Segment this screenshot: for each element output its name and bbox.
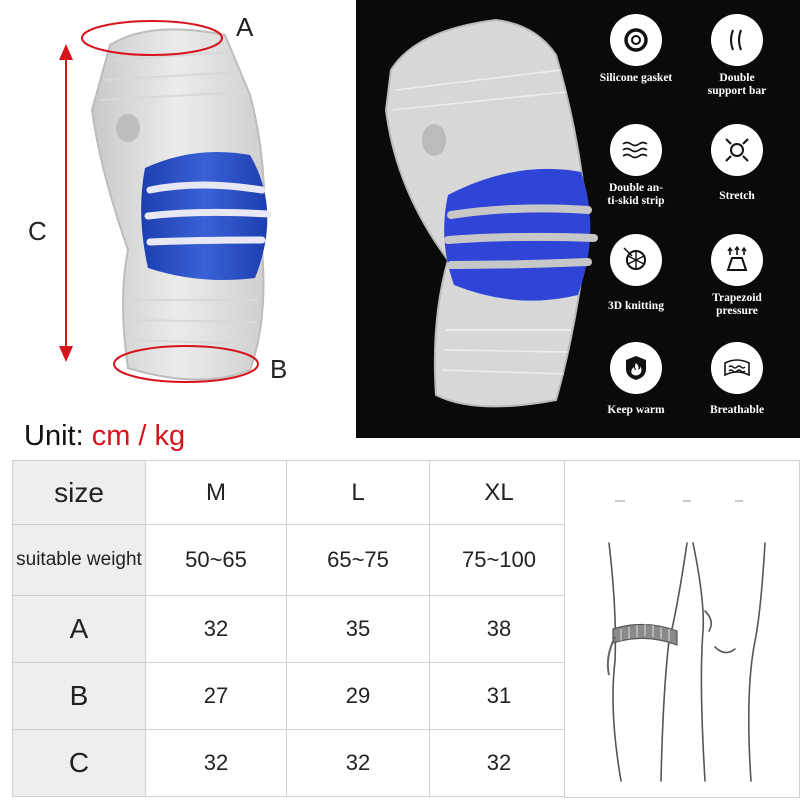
table-cell: 31 xyxy=(429,662,569,730)
table-row: suitable weight 50~65 65~75 75~100 xyxy=(12,524,569,596)
table-row: B 27 29 31 xyxy=(12,662,569,730)
anti-skid-strip-icon xyxy=(610,124,662,176)
feature-keep-warm: Keep warm xyxy=(581,342,691,417)
wearing-sketch-image xyxy=(606,500,766,782)
table-cell: 75~100 xyxy=(429,524,569,596)
row-label-b: B xyxy=(12,662,146,730)
size-column-l: L xyxy=(286,460,430,525)
table-cell: 50~65 xyxy=(145,524,287,596)
feature-silicone-gasket: Silicone gasket xyxy=(581,14,691,85)
table-cell: 32 xyxy=(145,595,287,663)
unit-value: cm / kg xyxy=(91,420,186,452)
feature-label: Trapezoid pressure xyxy=(712,292,762,317)
table-cell: 32 xyxy=(429,729,569,797)
unit-label: Unit: xyxy=(24,420,84,452)
table-cell: 38 xyxy=(429,595,569,663)
table-row: A 32 35 38 xyxy=(12,595,569,663)
table-cell: 65~75 xyxy=(286,524,430,596)
knee-brace-image xyxy=(59,20,272,383)
feature-label: Silicone gasket xyxy=(599,72,673,84)
feature-breathable: Breathable xyxy=(682,342,792,417)
feature-label: Double an- ti-skid strip xyxy=(607,182,665,207)
silicone-gasket-icon xyxy=(610,14,662,66)
row-label-c: C xyxy=(12,729,146,797)
size-table: size M L XL suitable weight 50~65 65~75 … xyxy=(12,460,569,797)
knee-brace-image xyxy=(384,18,598,408)
feature-label: Keep warm xyxy=(607,404,665,416)
feature-label: 3D knitting xyxy=(608,300,664,312)
table-header-row: size M L XL xyxy=(12,460,569,525)
features-panel: Silicone gasket Double support bar Doubl… xyxy=(356,0,800,438)
measure-label-b: B xyxy=(270,354,288,384)
measure-label-c: C xyxy=(28,216,47,246)
table-row: C 32 32 32 xyxy=(12,729,569,797)
table-cell: 35 xyxy=(286,595,430,663)
feature-trapezoid-pressure: Trapezoid pressure xyxy=(682,234,792,318)
size-column-m: M xyxy=(145,460,287,525)
legs-illustration xyxy=(564,460,800,798)
feature-double-support-bar: Double support bar xyxy=(682,14,792,98)
table-cell: 29 xyxy=(286,662,430,730)
row-label-weight: suitable weight xyxy=(12,524,146,596)
feature-label: Double support bar xyxy=(707,72,767,97)
stretch-icon xyxy=(711,124,763,176)
table-cell: 32 xyxy=(286,729,430,797)
table-cell: 27 xyxy=(145,662,287,730)
size-header-cell: size xyxy=(12,460,146,525)
knitting-icon xyxy=(610,234,662,286)
feature-label: Stretch xyxy=(719,190,755,202)
measure-label-a: A xyxy=(236,12,254,42)
double-support-bar-icon xyxy=(711,14,763,66)
table-cell: 32 xyxy=(145,729,287,797)
row-label-a: A xyxy=(12,595,146,663)
product-illustration: A B C xyxy=(0,0,352,430)
size-column-xl: XL xyxy=(429,460,569,525)
feature-stretch: Stretch xyxy=(682,124,792,203)
feature-anti-skid-strip: Double an- ti-skid strip xyxy=(581,124,691,208)
feature-label: Breathable xyxy=(709,404,765,416)
feature-3d-knitting: 3D knitting xyxy=(581,234,691,313)
trapezoid-pressure-icon xyxy=(711,234,763,286)
keep-warm-icon xyxy=(610,342,662,394)
breathable-icon xyxy=(711,342,763,394)
unit-caption: Unit: cm / kg xyxy=(24,420,185,453)
